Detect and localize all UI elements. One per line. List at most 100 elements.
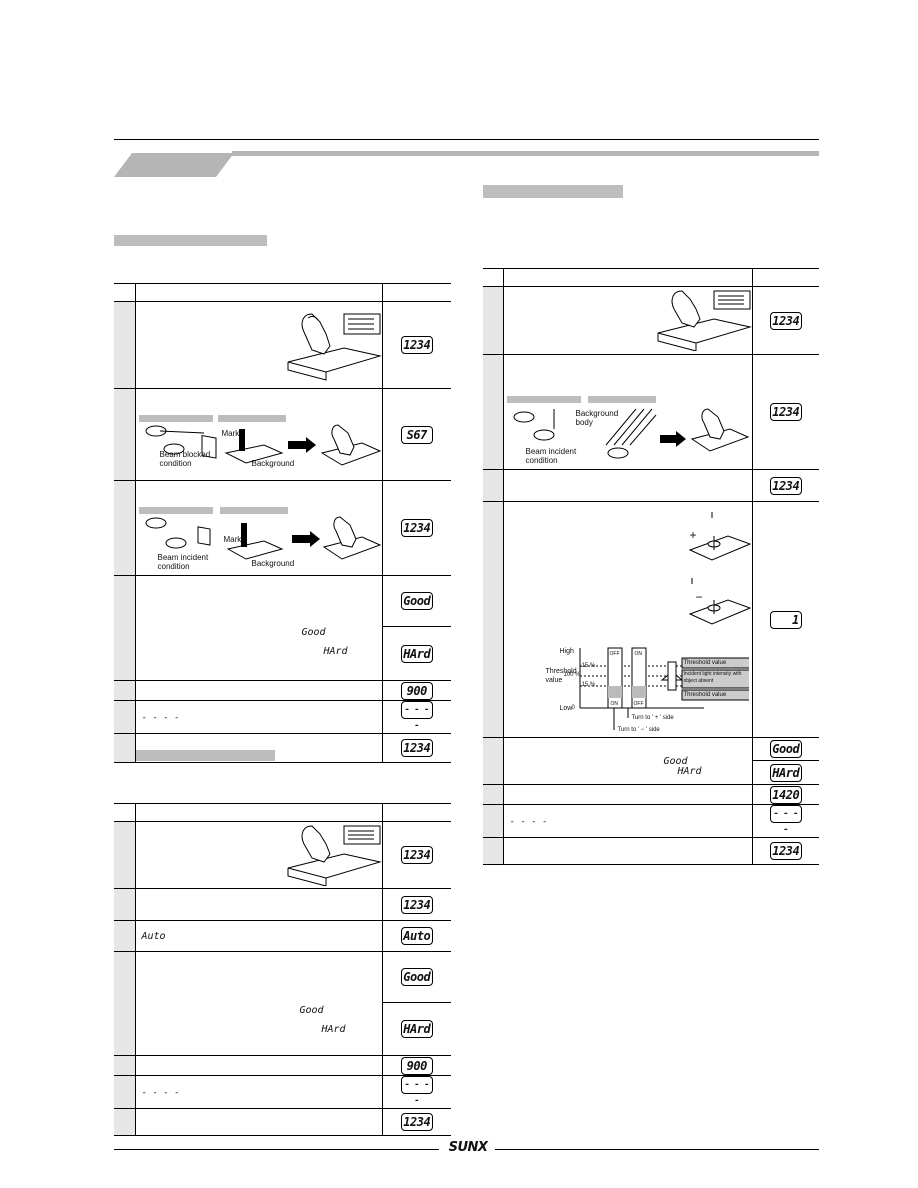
- step-description: [135, 680, 383, 701]
- graph-high: High: [559, 648, 574, 655]
- step-description: [135, 1108, 383, 1136]
- graph-15a: 15 %: [581, 663, 596, 669]
- step-number-cell: [114, 888, 136, 921]
- minus-symbol: −: [695, 590, 703, 604]
- step-number-cell: [483, 286, 504, 355]
- label-bar: [217, 415, 286, 422]
- step-description: [503, 784, 753, 805]
- condition-label: Beam incident condition: [525, 447, 577, 465]
- graph-axis-label: Threshold value: [545, 668, 577, 684]
- graph-on-2: ON: [610, 701, 619, 707]
- step-description: - - - -: [135, 700, 383, 734]
- lcd-display: 1234: [769, 842, 802, 860]
- finger-press-sensor-icon: [657, 290, 752, 351]
- procedure-table-3: 1234 Background body Beam incident condi…: [483, 268, 819, 865]
- background-label: Background: [251, 559, 295, 568]
- step-description: Mark Beam incident condition Background: [135, 480, 383, 576]
- lcd-display: Good: [400, 968, 433, 986]
- graph-off-2: OFF: [633, 701, 644, 707]
- graph-off-1: OFF: [609, 651, 620, 657]
- step-number-cell: [483, 737, 504, 785]
- step-number-cell: [483, 804, 504, 838]
- graph-low: Low: [559, 705, 573, 712]
- lcd-display: HArd: [400, 1020, 433, 1038]
- step-number-cell: [114, 301, 136, 389]
- graph-zero: 0: [571, 705, 575, 711]
- step-description: + − High Threshold value: [503, 501, 753, 738]
- step-number-cell: [114, 920, 136, 952]
- step-number-cell: [114, 1075, 136, 1109]
- label-bar: [506, 396, 581, 403]
- step-number-cell: [114, 821, 136, 889]
- subsection-heading-3: [483, 185, 623, 198]
- step-description: Background body Beam incident condition: [503, 354, 753, 470]
- lcd-display: 900: [400, 1056, 433, 1075]
- step-description: - - - -: [503, 804, 753, 838]
- step-description: [503, 837, 753, 865]
- finger-press-sensor-icon: [287, 313, 382, 381]
- step-number-cell: [483, 501, 504, 738]
- inline-good: Good: [301, 627, 326, 638]
- inline-good: Good: [663, 756, 688, 767]
- lcd-display: 1420: [769, 785, 802, 804]
- graph-15b: 15 %: [581, 682, 596, 688]
- lcd-display: 1234: [400, 895, 433, 914]
- graph-incident: Incident light intensity with object abs…: [683, 671, 742, 684]
- step-description: [503, 469, 753, 502]
- inline-hard: HArd: [321, 1024, 346, 1035]
- lcd-display: HArd: [769, 763, 802, 782]
- label-bar: [138, 415, 213, 422]
- lcd-display: 1234: [400, 1113, 433, 1131]
- procedure-table-2: 1234 1234 Auto Auto Good HArd Good HArd …: [114, 803, 451, 1136]
- label-bar: [587, 396, 656, 403]
- procedure-table-1: 1234 Mark Beam blocked condition Backgro…: [114, 283, 451, 763]
- background-suppression-illustration: [513, 408, 749, 459]
- inline-hard: HArd: [677, 766, 702, 777]
- step-description: [135, 733, 383, 763]
- lcd-display: - - - -: [400, 701, 433, 731]
- inline-dashes: - - - -: [141, 712, 180, 723]
- step-number-cell: [114, 951, 136, 1056]
- step-number-cell: [114, 1055, 136, 1076]
- lcd-display: S67: [400, 425, 433, 444]
- brand-logo: SUNX: [448, 1140, 488, 1155]
- lcd-display: Good: [400, 592, 433, 610]
- lcd-display: 1234: [769, 403, 802, 421]
- step-number-cell: [114, 680, 136, 701]
- graph-100: 100 %: [563, 672, 581, 678]
- plus-symbol: +: [689, 528, 697, 542]
- step-number-cell: [114, 388, 136, 481]
- lcd-display: 1234: [400, 846, 433, 864]
- step-description: [135, 301, 383, 389]
- step-number-cell: [483, 469, 504, 502]
- step-number-cell: [483, 354, 504, 470]
- graph-turn-plus: Turn to ' + ' side: [631, 715, 674, 721]
- step-description: [135, 821, 383, 889]
- lcd-display: Good: [769, 740, 802, 758]
- mark-label: Mark: [223, 535, 242, 544]
- step-description: Mark Beam blocked condition Background: [135, 388, 383, 481]
- step-description: Good HArd: [135, 951, 383, 1056]
- label-bar: [219, 507, 288, 514]
- lcd-display: 1234: [400, 336, 433, 354]
- finger-press-sensor-icon: [287, 825, 382, 886]
- lcd-display: 1: [769, 610, 802, 629]
- footer-rule-left: [114, 1149, 439, 1150]
- step-description: Good HArd: [503, 737, 753, 785]
- threshold-graph: [579, 647, 749, 730]
- step-number-cell: [114, 575, 136, 681]
- background-label: Background: [251, 459, 295, 468]
- lcd-display: 1234: [769, 476, 802, 495]
- inline-auto: Auto: [141, 930, 166, 942]
- inline-dashes: - - - -: [509, 816, 548, 827]
- step-number-cell: [483, 837, 504, 865]
- footer-rule-right: [495, 1149, 819, 1150]
- lcd-display: 900: [400, 681, 433, 700]
- lcd-display: 1234: [400, 519, 433, 537]
- lcd-display: 1234: [400, 739, 433, 757]
- step-number-cell: [114, 1108, 136, 1136]
- step-number-cell: [114, 700, 136, 734]
- step-number-cell: [483, 784, 504, 805]
- beam-blocked-illustration: [145, 424, 381, 466]
- step-description: [503, 286, 753, 355]
